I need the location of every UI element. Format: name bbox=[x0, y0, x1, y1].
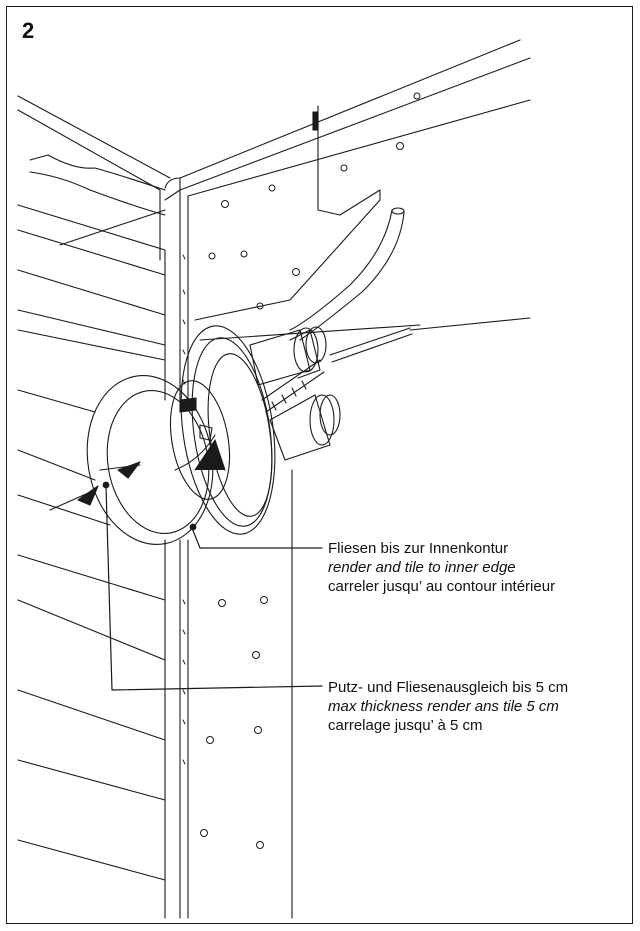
thickness-arrows bbox=[49, 461, 141, 511]
leader-lines bbox=[105, 485, 323, 691]
tile-ring bbox=[86, 375, 231, 545]
callout-inner-edge-de: Fliesen bis zur Innenkontur bbox=[328, 540, 509, 557]
thread-stem bbox=[261, 359, 325, 413]
wall-box-flange bbox=[180, 325, 276, 535]
wall-holes bbox=[200, 92, 421, 849]
cable bbox=[289, 207, 405, 341]
callout-max-thickness-de: Putz- und Fliesenausgleich bis 5 cm bbox=[328, 679, 569, 696]
callout-max-thickness-en: max thickness render ans tile 5 cm bbox=[328, 698, 559, 715]
callout-max-thickness: Putz- und Fliesenausgleich bis 5 cm max … bbox=[328, 678, 568, 735]
callout-max-thickness-fr: carrelage jusqu’ à 5 cm bbox=[328, 717, 483, 734]
left-wall-courses bbox=[17, 309, 293, 919]
corner-ticks bbox=[182, 254, 186, 765]
lower-fitting bbox=[269, 394, 341, 461]
callout-inner-edge-fr: carreler jusqu’ au contour intérieur bbox=[328, 578, 556, 595]
corner-profile bbox=[159, 39, 531, 401]
callout-inner-edge-en: render and tile to inner edge bbox=[328, 559, 516, 576]
reference-dots bbox=[102, 481, 197, 531]
right-wall-panel bbox=[187, 99, 531, 341]
figure-frame bbox=[6, 6, 633, 924]
left-wall-top bbox=[17, 95, 171, 316]
callout-inner-edge: Fliesen bis zur Innenkontur render and t… bbox=[328, 539, 555, 596]
step-number: 2 bbox=[22, 18, 35, 43]
